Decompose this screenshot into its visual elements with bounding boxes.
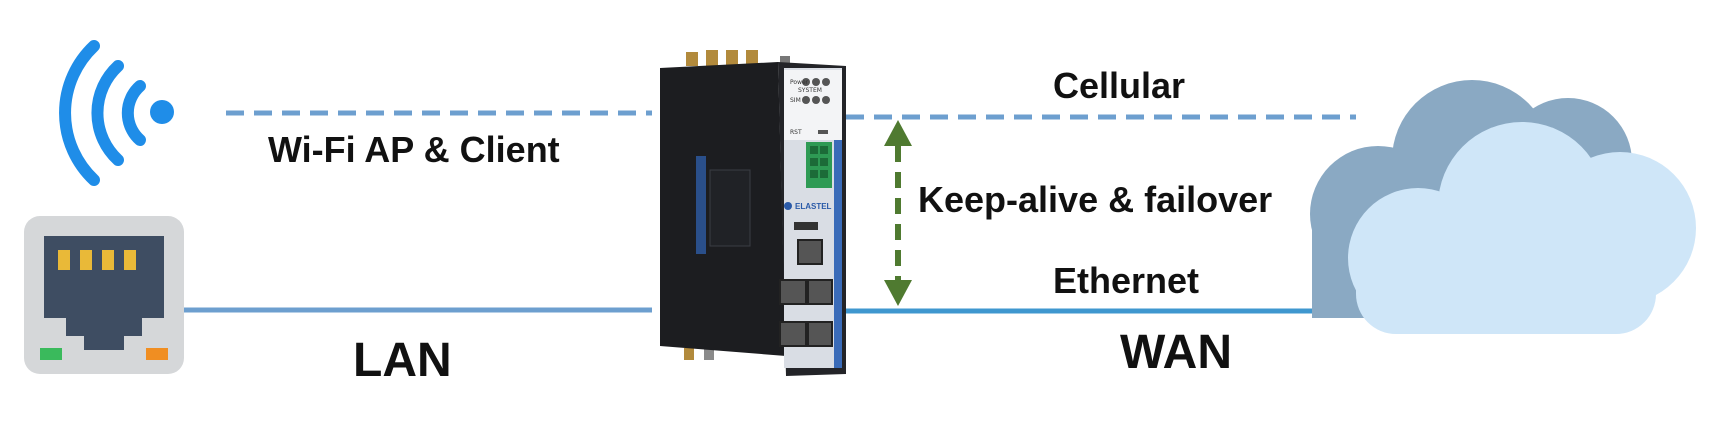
keepalive-failover-label: Keep-alive & failover bbox=[918, 179, 1272, 220]
antenna-connectors bbox=[686, 50, 790, 66]
led-label-sim: SIM bbox=[790, 97, 801, 104]
lan-label: LAN bbox=[353, 334, 452, 387]
brand-text: ELASTEL bbox=[795, 202, 832, 211]
router-device: Power SYSTEM SIM RST ELASTEL bbox=[660, 50, 846, 376]
wifi-label: Wi-Fi AP & Client bbox=[268, 129, 560, 170]
cloud-icon bbox=[1310, 80, 1696, 334]
cellular-label: Cellular bbox=[1053, 65, 1185, 106]
usb-slot bbox=[794, 222, 818, 230]
terminal-block bbox=[806, 142, 832, 188]
led-label-power: Power bbox=[790, 79, 809, 86]
status-leds bbox=[802, 78, 830, 134]
port-led-green bbox=[40, 348, 62, 360]
led-label-rst: RST bbox=[790, 129, 802, 136]
ethernet-port-icon bbox=[24, 216, 184, 374]
ethernet-label: Ethernet bbox=[1053, 260, 1199, 301]
wifi-icon bbox=[59, 40, 174, 186]
router-ethernet-ports bbox=[779, 239, 833, 347]
led-label-system: SYSTEM bbox=[798, 87, 822, 94]
failover-arrow bbox=[884, 120, 912, 306]
port-led-orange bbox=[146, 348, 168, 360]
wan-label: WAN bbox=[1120, 326, 1232, 379]
brand-logo: ELASTEL bbox=[784, 202, 832, 211]
